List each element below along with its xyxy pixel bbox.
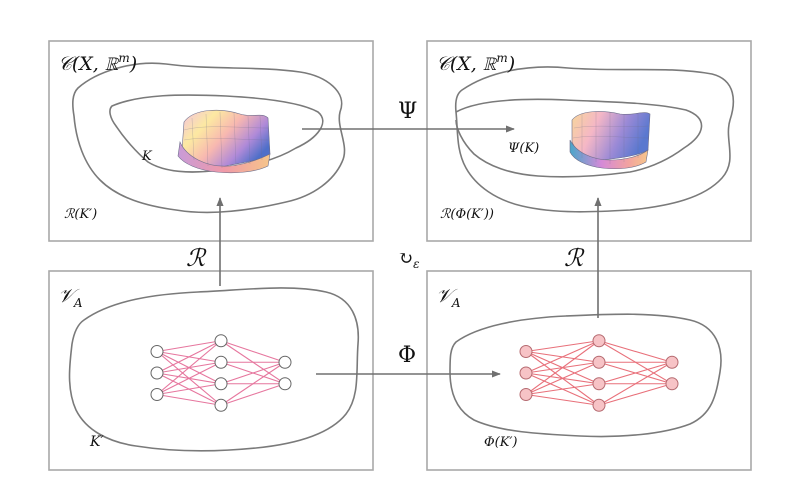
label-psi-k: Ψ(K) [508,141,539,156]
network-node [665,355,679,369]
network-node [592,377,606,391]
neural-network-right [519,334,679,412]
network-edge [156,340,222,374]
network-node [592,398,606,412]
network-edge [598,340,673,363]
network-edge [525,340,600,395]
network-node [214,355,228,369]
label-realization-left: ℛ [186,244,207,272]
neural-network-left [150,334,292,412]
label-realization-right: ℛ [564,244,585,272]
label-phi-k-prime: Φ(K′) [484,435,517,450]
network-edge [598,361,673,406]
network-edge [525,340,600,374]
network-node [665,377,679,391]
network-node [214,377,228,391]
network-edge [156,383,222,396]
network-node [214,398,228,412]
network-edge [220,361,286,406]
label-psi-map: Ψ [398,99,417,124]
panel-title-function-space-left: 𝒞(X, ℝm) [58,51,137,75]
network-node [150,366,164,380]
function-surface-k [177,109,271,174]
commutes-up-to-epsilon: ↻ε [398,248,420,271]
inner-set-boundary-left [109,94,324,173]
network-edge [525,361,600,396]
panel-network-space-right [426,270,752,471]
outer-set-boundary-right [454,66,735,213]
network-node [519,388,533,401]
label-realization-phi-k-prime: ℛ(Φ(K′)) [440,207,494,222]
label-phi-map: Φ [398,343,416,368]
network-edge [525,383,600,396]
network-edge [525,340,600,353]
network-edge [156,340,222,395]
network-edge [598,383,673,406]
network-edge [156,340,222,353]
network-node [214,334,228,348]
network-node [592,355,606,369]
parameter-set-boundary-left [68,287,360,452]
parameter-set-boundary-right [449,313,722,438]
network-node [278,355,292,369]
network-edge [220,340,286,363]
label-set-k: K [141,149,153,164]
label-set-k-prime: K′ [89,434,104,450]
network-node [150,345,164,358]
network-node [519,345,533,358]
network-edge [525,393,600,406]
network-edge [220,383,286,406]
network-edge [598,361,673,385]
network-node [592,334,606,348]
function-surface-psi-k [569,111,651,170]
network-node [150,388,164,401]
inner-set-boundary-right [455,98,703,178]
network-edge [220,361,286,385]
panel-title-function-space-right: 𝒞(X, ℝm) [436,51,515,75]
label-realization-k-prime: ℛ(K′) [64,207,97,222]
outer-set-boundary-left [72,62,346,214]
network-node [278,377,292,391]
network-edge [156,361,222,395]
network-node [519,366,533,380]
network-edge [156,393,222,406]
